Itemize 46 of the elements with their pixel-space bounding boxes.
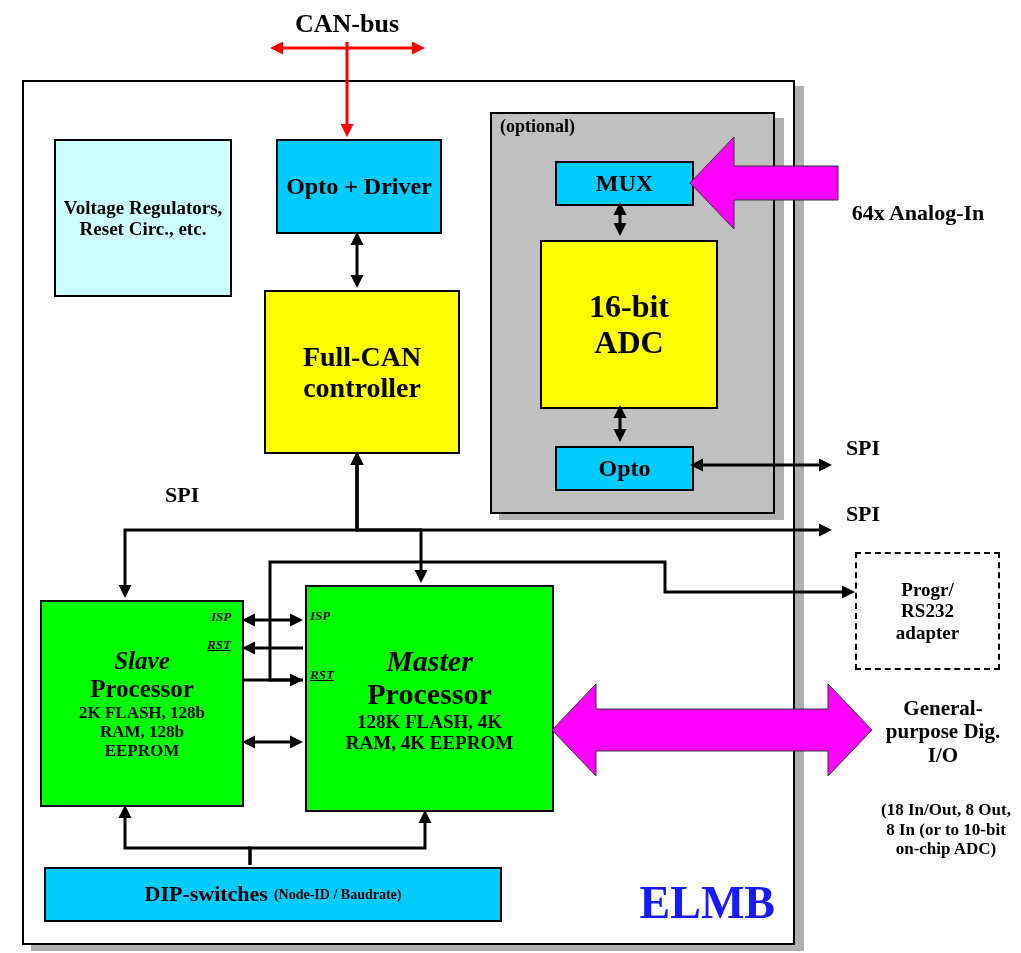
block-box	[540, 240, 718, 409]
block-box	[276, 139, 442, 234]
block-title: Opto	[598, 455, 651, 482]
block-box	[555, 161, 694, 206]
arrow	[340, 42, 354, 137]
arrow	[350, 452, 832, 537]
pin-label: ISP	[310, 609, 331, 622]
block-title: Progr/ RS232 adapter	[894, 579, 961, 643]
signal-label: General-purpose Dig. I/O	[872, 690, 1014, 774]
block-box	[555, 446, 694, 491]
block-title: ELMB	[639, 877, 775, 929]
block-box	[54, 139, 232, 297]
processor-box	[40, 600, 244, 807]
signal-label: SPI	[832, 428, 894, 468]
block-title: MUX	[595, 170, 654, 197]
block-title: Voltage Regulators, Reset Circ., etc.	[62, 196, 224, 240]
pin-label: RST	[310, 668, 334, 681]
note-text: (18 In/Out, 8 Out, 8 In (or to 10-bit on-chip ADC)	[880, 800, 1012, 859]
block-title: (optional)	[500, 116, 575, 137]
bus-arrow	[689, 136, 839, 230]
block-title: Master Processor	[366, 643, 493, 711]
arrow	[350, 232, 364, 288]
signal-label: CAN-bus	[262, 6, 432, 42]
block-text: 2K FLASH, 128b RAM, 128b EEPROM	[77, 702, 207, 761]
arrow	[613, 405, 627, 442]
block-title: DIP-switches	[144, 882, 268, 907]
signal-label: SPI	[832, 494, 894, 534]
arrow	[248, 810, 432, 865]
pin-label: RST	[207, 638, 231, 651]
block-title: Full-CAN controller	[301, 340, 423, 404]
block-text: (Node-ID / Baudrate)	[273, 886, 402, 903]
arrow	[268, 560, 855, 682]
bus-arrow	[551, 683, 873, 777]
block-box	[264, 290, 460, 454]
arrow	[613, 202, 627, 236]
adapter-box	[855, 552, 1000, 670]
bus-label: SPI	[165, 484, 200, 506]
arrow	[690, 458, 832, 472]
block-text: 128K FLASH, 4K RAM, 4K EEPROM	[344, 710, 515, 754]
block-title: Slave Processor	[89, 646, 195, 703]
block-title: 16-bit ADC	[588, 288, 670, 361]
switch-bar	[44, 867, 502, 922]
block-title: Opto + Driver	[286, 173, 432, 200]
signal-label: 64x Analog-In	[838, 176, 998, 250]
processor-box	[305, 585, 554, 812]
pin-label: ISP	[211, 610, 232, 623]
